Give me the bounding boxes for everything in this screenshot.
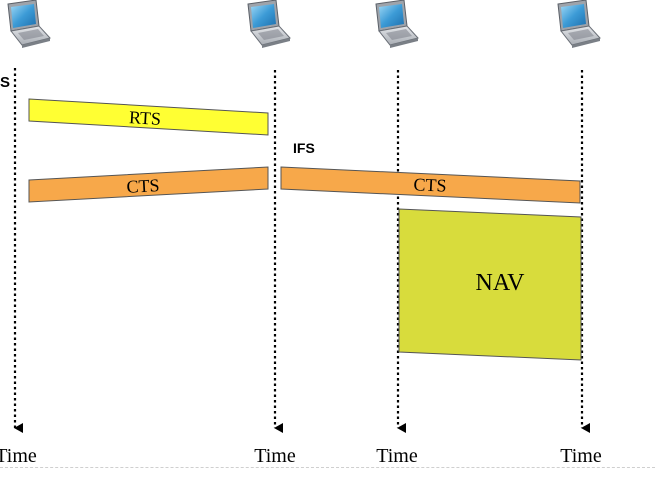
cts-frame-left — [28, 166, 269, 203]
time-label: Time — [560, 445, 602, 467]
cts-label-left: CTS — [126, 175, 160, 197]
laptop-icon — [247, 0, 291, 49]
ifs-label: IFS — [293, 140, 315, 156]
time-label: Time — [0, 445, 37, 467]
time-label: Time — [254, 445, 296, 467]
laptop-icon — [557, 0, 601, 49]
bottom-divider — [0, 467, 655, 468]
laptop-icon — [375, 0, 419, 49]
rts-frame — [28, 98, 269, 136]
station-label-partial: S — [0, 74, 10, 91]
cts-label-right: CTS — [413, 174, 447, 196]
nav-label: NAV — [476, 270, 526, 296]
rts-label: RTS — [128, 107, 161, 129]
time-label: Time — [376, 445, 418, 467]
nav-box — [398, 208, 582, 361]
cts-frame-right — [280, 166, 581, 204]
laptop-icon — [7, 0, 51, 49]
